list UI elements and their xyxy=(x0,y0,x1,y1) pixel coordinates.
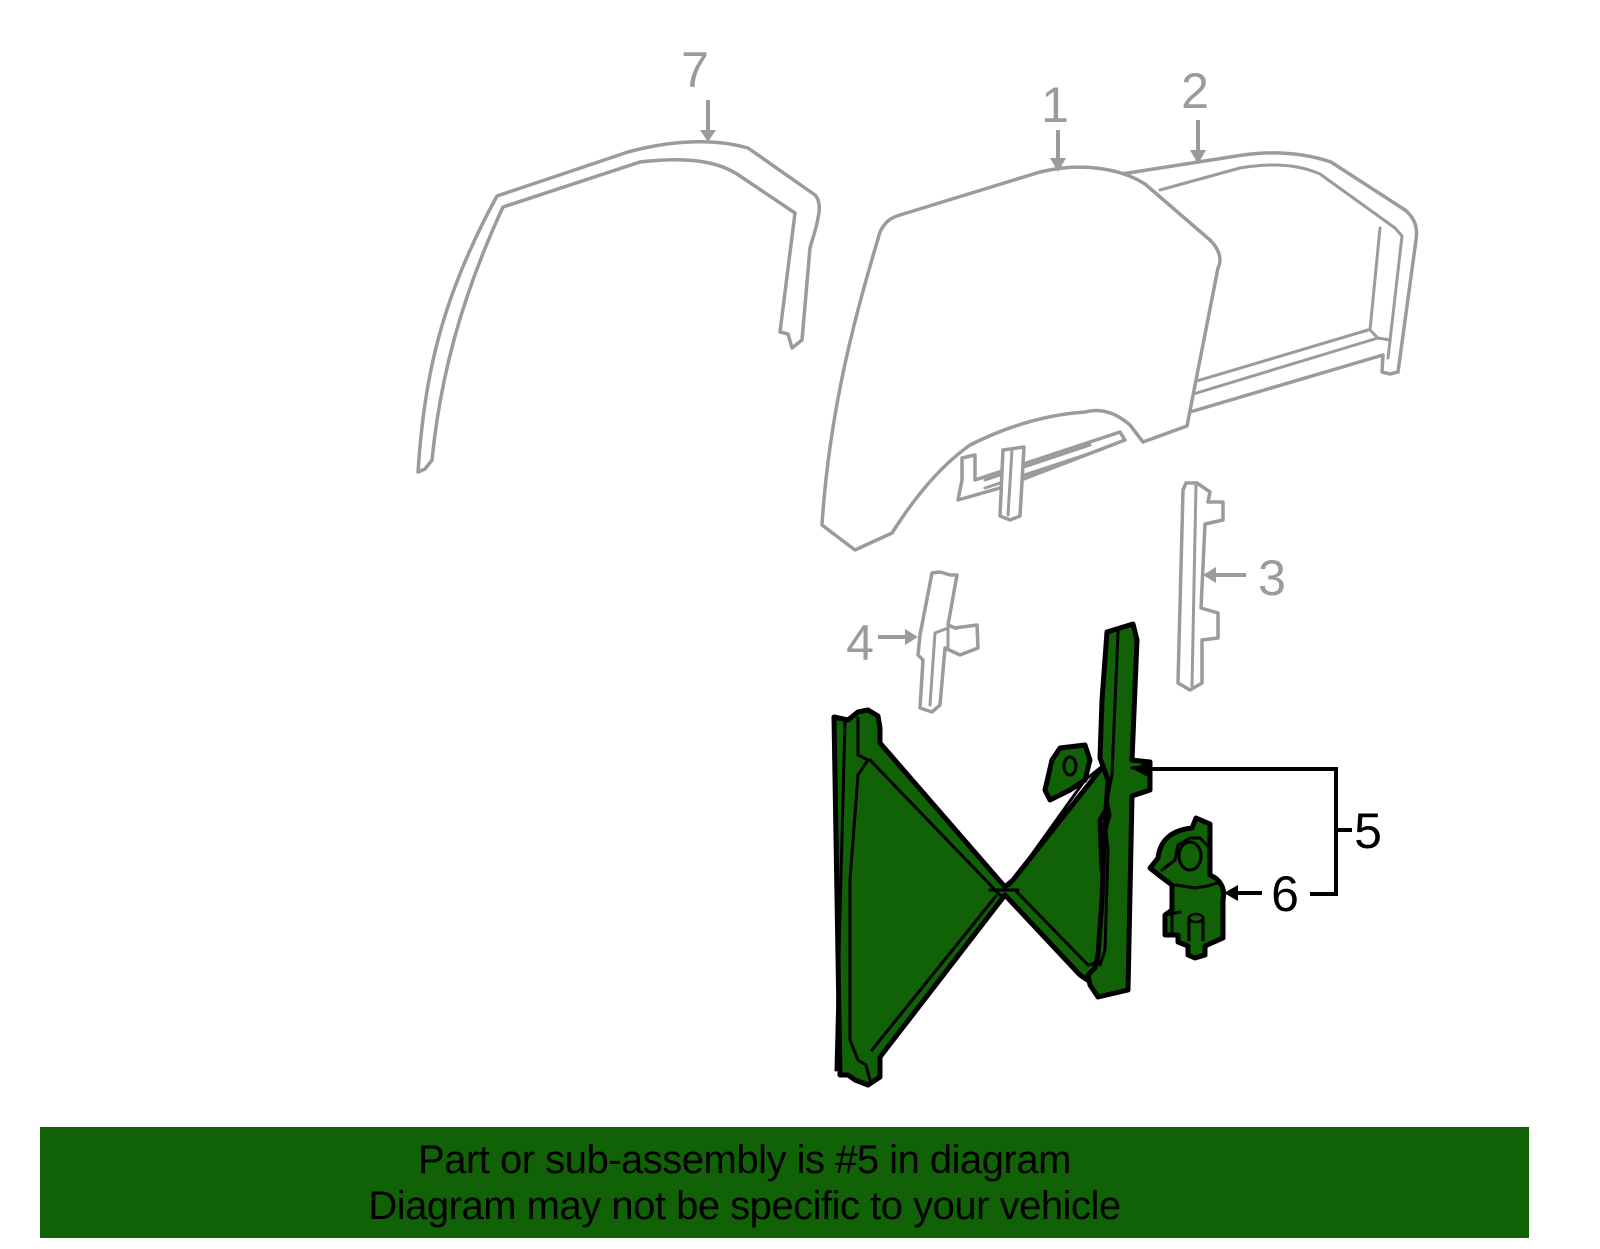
callout-3-number: 3 xyxy=(1258,550,1286,606)
arrow-head-5 xyxy=(1133,761,1148,777)
arrow-head-1 xyxy=(1050,158,1066,172)
arrow-head-4 xyxy=(905,629,918,645)
callout-4-number: 4 xyxy=(846,615,874,671)
part-6-motor[interactable] xyxy=(1147,815,1227,961)
callout-3: 3 xyxy=(1203,550,1286,606)
arrow-head-6 xyxy=(1224,885,1238,901)
callout-1: 1 xyxy=(1041,77,1069,172)
banner-line-disclaimer: Diagram may not be specific to your vehi… xyxy=(368,1184,1121,1228)
callout-7-number: 7 xyxy=(681,42,709,98)
callout-5-number: 5 xyxy=(1354,803,1382,859)
part-5-regulator-assembly[interactable] xyxy=(831,621,1153,1088)
callout-2-number: 2 xyxy=(1181,63,1209,119)
info-banner: Part or sub-assembly is #5 in diagram Di… xyxy=(40,1127,1529,1238)
part-3-glass-guide-rear[interactable] xyxy=(1176,481,1225,692)
part-4-glass-guide-front[interactable] xyxy=(916,570,980,714)
banner-line-part-number: Part or sub-assembly is #5 in diagram xyxy=(418,1138,1071,1182)
callout-1-number: 1 xyxy=(1041,77,1069,133)
callout-6: 6 xyxy=(1224,866,1338,922)
callout-2: 2 xyxy=(1181,63,1209,164)
part-7-weatherstrip[interactable] xyxy=(416,140,821,474)
callout-4: 4 xyxy=(846,615,918,671)
callout-7: 7 xyxy=(681,42,716,142)
callout-5: 5 xyxy=(1133,761,1382,894)
part-1-glass[interactable] xyxy=(820,165,1222,552)
callout-6-number: 6 xyxy=(1271,866,1299,922)
arrow-head-2 xyxy=(1190,150,1206,164)
arrow-head-3 xyxy=(1203,567,1216,583)
arrow-head-7 xyxy=(700,130,716,142)
